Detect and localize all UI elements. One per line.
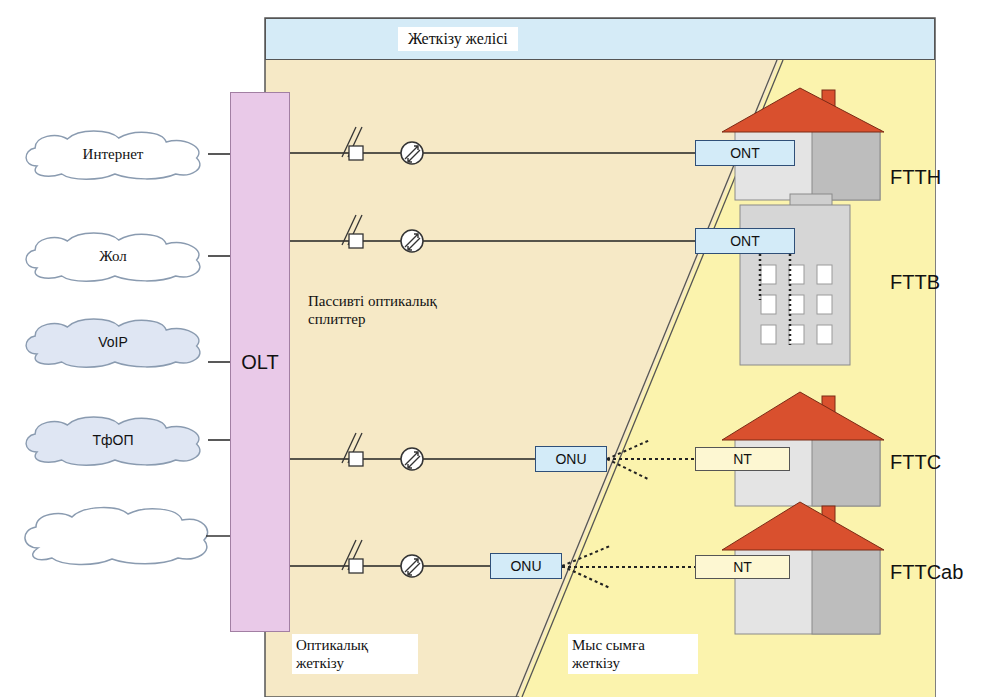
house-fttcab bbox=[812, 548, 880, 634]
copper-drops bbox=[562, 566, 610, 588]
building-fttb bbox=[790, 194, 832, 206]
building-fttb bbox=[740, 194, 850, 365]
network-band: Жеткізу желісі bbox=[265, 18, 935, 60]
access-type: FTTCab bbox=[890, 560, 963, 584]
splitter-symbol bbox=[401, 142, 423, 164]
splitter-symbol bbox=[405, 234, 418, 247]
node-label: ONU bbox=[555, 451, 586, 467]
splitter-symbol bbox=[405, 559, 418, 572]
onu-box: ONU bbox=[490, 553, 562, 579]
region-label: Оптикалық жеткізу bbox=[292, 634, 418, 674]
cloud-outline bbox=[26, 233, 200, 281]
splitter-symbol bbox=[342, 215, 423, 252]
access-type: FTTH bbox=[890, 165, 941, 189]
ont-box: ONT bbox=[695, 228, 795, 254]
access-type: FTTC bbox=[890, 450, 941, 474]
copper-drops bbox=[562, 546, 610, 566]
splitter-symbol bbox=[405, 146, 418, 159]
node-label: Интернет bbox=[83, 146, 144, 163]
copper-drop bbox=[607, 458, 695, 460]
service-cloud: Жол bbox=[18, 230, 208, 282]
node-label: ТфОП bbox=[92, 432, 133, 448]
node-label: ONT bbox=[730, 145, 760, 161]
house-fttcab bbox=[722, 502, 884, 550]
spare-cloud bbox=[25, 508, 208, 565]
node-label: Жол bbox=[99, 248, 126, 265]
splitter-symbol bbox=[401, 555, 423, 577]
copper-drops bbox=[607, 440, 650, 459]
splitter-symbol bbox=[408, 150, 420, 162]
house-fttcab bbox=[722, 502, 884, 634]
splitter-symbol bbox=[342, 127, 423, 164]
node-label: NT bbox=[733, 451, 752, 467]
cloud-outline bbox=[26, 131, 200, 179]
fiber-link bbox=[208, 439, 230, 441]
service-cloud: ТфОП bbox=[18, 414, 208, 466]
node-label: ONU bbox=[510, 558, 541, 574]
copper-region bbox=[519, 60, 935, 697]
cloud-outline bbox=[26, 417, 200, 465]
node-label: VoIP bbox=[98, 334, 128, 350]
copper-drops bbox=[607, 459, 650, 480]
building-fttb bbox=[759, 254, 762, 300]
splitter-symbol bbox=[342, 540, 423, 577]
house-ftth bbox=[722, 88, 884, 132]
nt-box: NT bbox=[695, 555, 790, 579]
house-fttc bbox=[812, 438, 880, 506]
splitter-symbol bbox=[349, 146, 363, 160]
fiber-link bbox=[208, 255, 230, 257]
splitter-symbol bbox=[342, 433, 423, 470]
splitter-symbol bbox=[401, 448, 423, 470]
splitter-symbol bbox=[408, 456, 420, 468]
access-type: FTTB bbox=[890, 270, 940, 294]
fiber-link bbox=[208, 361, 230, 363]
node-label: NT bbox=[733, 559, 752, 575]
onu-box: ONU bbox=[535, 446, 607, 472]
splitter-symbol bbox=[349, 234, 363, 248]
building-fttb bbox=[789, 254, 792, 345]
node-label: OLT bbox=[241, 351, 278, 374]
fiber-link bbox=[208, 153, 230, 155]
service-cloud: Интернет bbox=[18, 128, 208, 180]
building-fttb bbox=[758, 262, 842, 352]
spare-cloud bbox=[206, 535, 230, 537]
splitter-symbol bbox=[349, 452, 363, 466]
splitter-symbol bbox=[405, 452, 418, 465]
spare-cloud bbox=[78, 522, 156, 548]
splitter-symbol bbox=[408, 238, 420, 250]
house-fttc bbox=[722, 392, 884, 440]
splitter-symbols bbox=[342, 127, 423, 577]
house-ftth bbox=[812, 130, 880, 200]
splitter-symbol bbox=[349, 559, 363, 573]
olt-unit: OLT bbox=[230, 92, 290, 632]
copper-drop bbox=[562, 566, 695, 568]
node-label: Жеткізу желісі bbox=[398, 27, 518, 51]
network-frame bbox=[265, 18, 935, 697]
spare-cloud bbox=[25, 508, 230, 565]
region-label: Мыс сымға жеткізу bbox=[568, 634, 698, 674]
ont-box: ONT bbox=[695, 140, 795, 166]
nt-box: NT bbox=[695, 447, 790, 471]
cloud-outline bbox=[26, 319, 200, 367]
splitter-symbol bbox=[408, 563, 420, 575]
splitter-symbol bbox=[401, 230, 423, 252]
splitter-label: Пассивті оптикалық сплиттер bbox=[308, 292, 483, 328]
node-label: ONT bbox=[730, 233, 760, 249]
service-cloud: VoIP bbox=[18, 316, 208, 368]
fiber-link bbox=[290, 565, 490, 567]
